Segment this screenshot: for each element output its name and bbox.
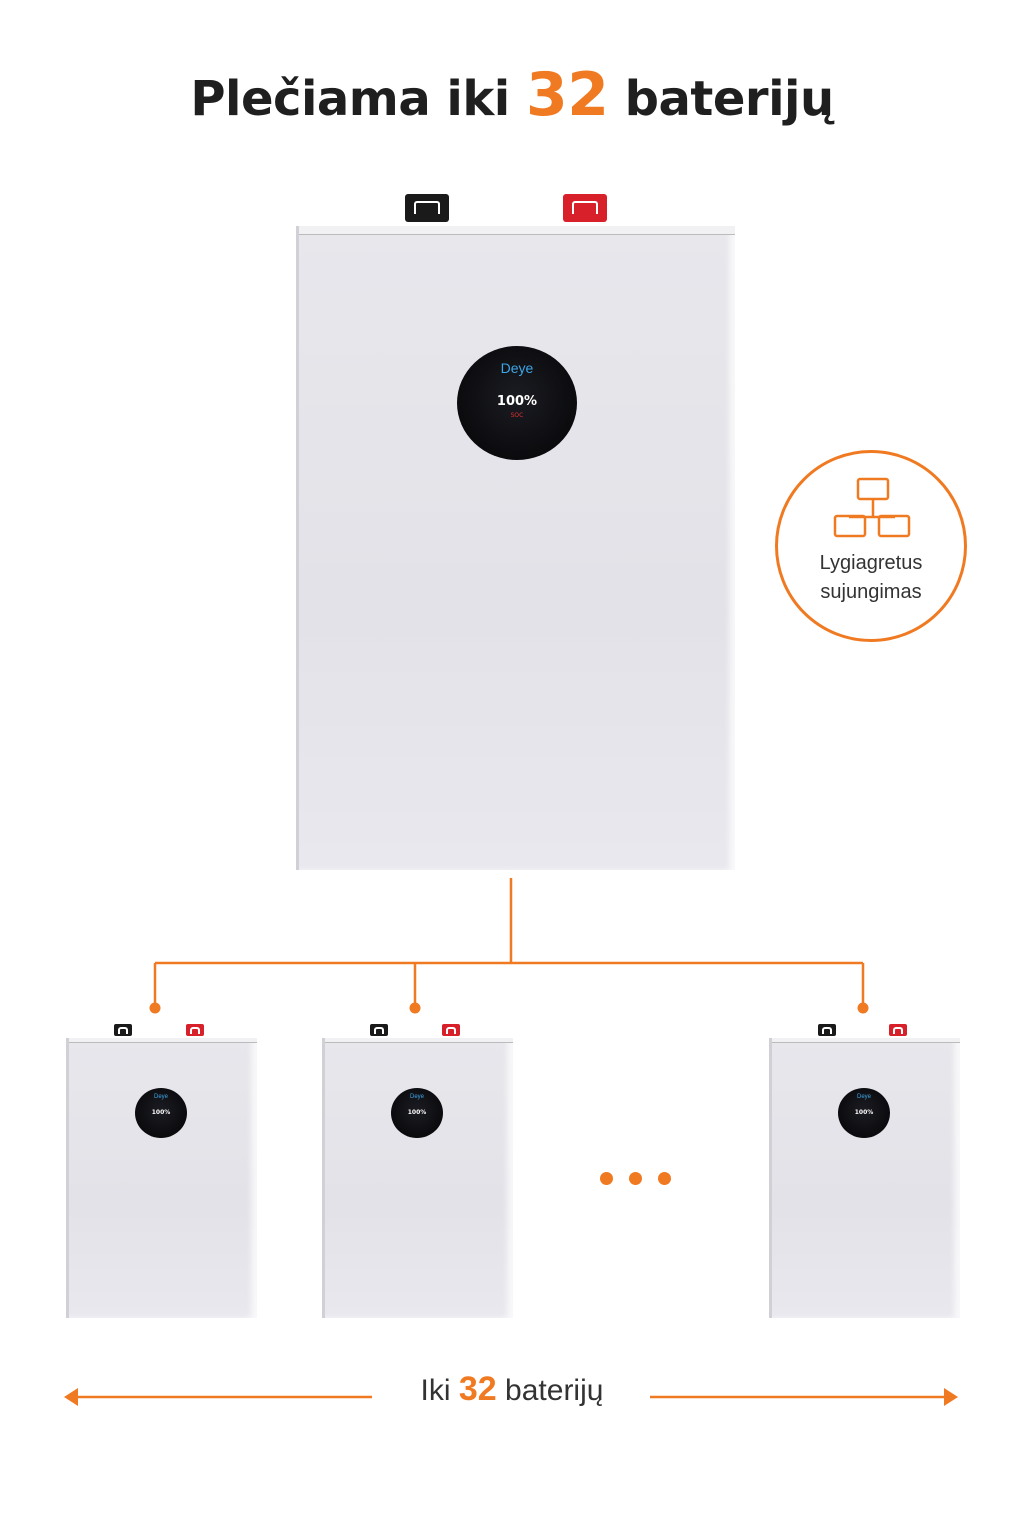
title-number: 32 [525, 60, 609, 130]
display-percent: 100% [151, 1109, 171, 1116]
battery-body: Deye 100% [322, 1038, 513, 1318]
connector-dot-1 [149, 1002, 161, 1014]
battery-body: Deye 100% [66, 1038, 257, 1318]
negative-terminal [370, 1024, 388, 1036]
display-brand: Deye [500, 360, 534, 376]
battery-body: Deye 100% [769, 1038, 960, 1318]
negative-terminal [114, 1024, 132, 1036]
connector-dot-3 [857, 1002, 869, 1014]
display-brand: Deye [409, 1094, 424, 1100]
ellipsis-dot [629, 1172, 642, 1185]
footer-prefix: Iki [420, 1374, 459, 1407]
positive-terminal [563, 194, 607, 222]
footer-number: 32 [458, 1370, 497, 1408]
page-title: Plečiama iki 32 baterijų [0, 60, 1024, 130]
negative-terminal [405, 194, 449, 222]
display-brand: Deye [856, 1094, 871, 1100]
battery-display: Deye 100% [838, 1088, 890, 1138]
battery-lid [299, 226, 735, 235]
arrow-right-head [944, 1388, 958, 1406]
positive-terminal [186, 1024, 204, 1036]
battery-lid [69, 1038, 257, 1043]
battery-lid [772, 1038, 960, 1043]
arrow-left-head [64, 1388, 78, 1406]
battery-body: Deye 100% SOC [296, 226, 735, 870]
title-suffix: baterijų [608, 71, 835, 127]
positive-terminal [889, 1024, 907, 1036]
negative-terminal [818, 1024, 836, 1036]
battery-lid [325, 1038, 513, 1043]
display-percent: 100% [407, 1109, 427, 1116]
ellipsis-dot [600, 1172, 613, 1185]
more-batteries-ellipsis [600, 1170, 687, 1189]
display-percent: 100% [854, 1109, 874, 1116]
badge-label: Lygiagretus sujungimas [778, 549, 964, 607]
network-hierarchy-icon [833, 477, 911, 538]
parallel-connection-badge: Lygiagretus sujungimas [775, 450, 967, 642]
display-percent: 100% [496, 394, 538, 409]
footer-caption: Iki 32 baterijų [380, 1370, 644, 1409]
title-prefix: Plečiama iki [190, 71, 526, 127]
battery-display: Deye 100% [135, 1088, 187, 1138]
positive-terminal [442, 1024, 460, 1036]
battery-display: Deye 100% SOC [457, 346, 577, 460]
badge-label-line1: Lygiagretus [819, 552, 923, 574]
footer-suffix: baterijų [496, 1374, 604, 1407]
ellipsis-dot [658, 1172, 671, 1185]
connector-dot-2 [409, 1002, 421, 1014]
battery-display: Deye 100% [391, 1088, 443, 1138]
display-brand: Deye [153, 1094, 168, 1100]
display-soc: SOC [510, 412, 524, 419]
badge-label-line2: sujungimas [820, 581, 922, 603]
